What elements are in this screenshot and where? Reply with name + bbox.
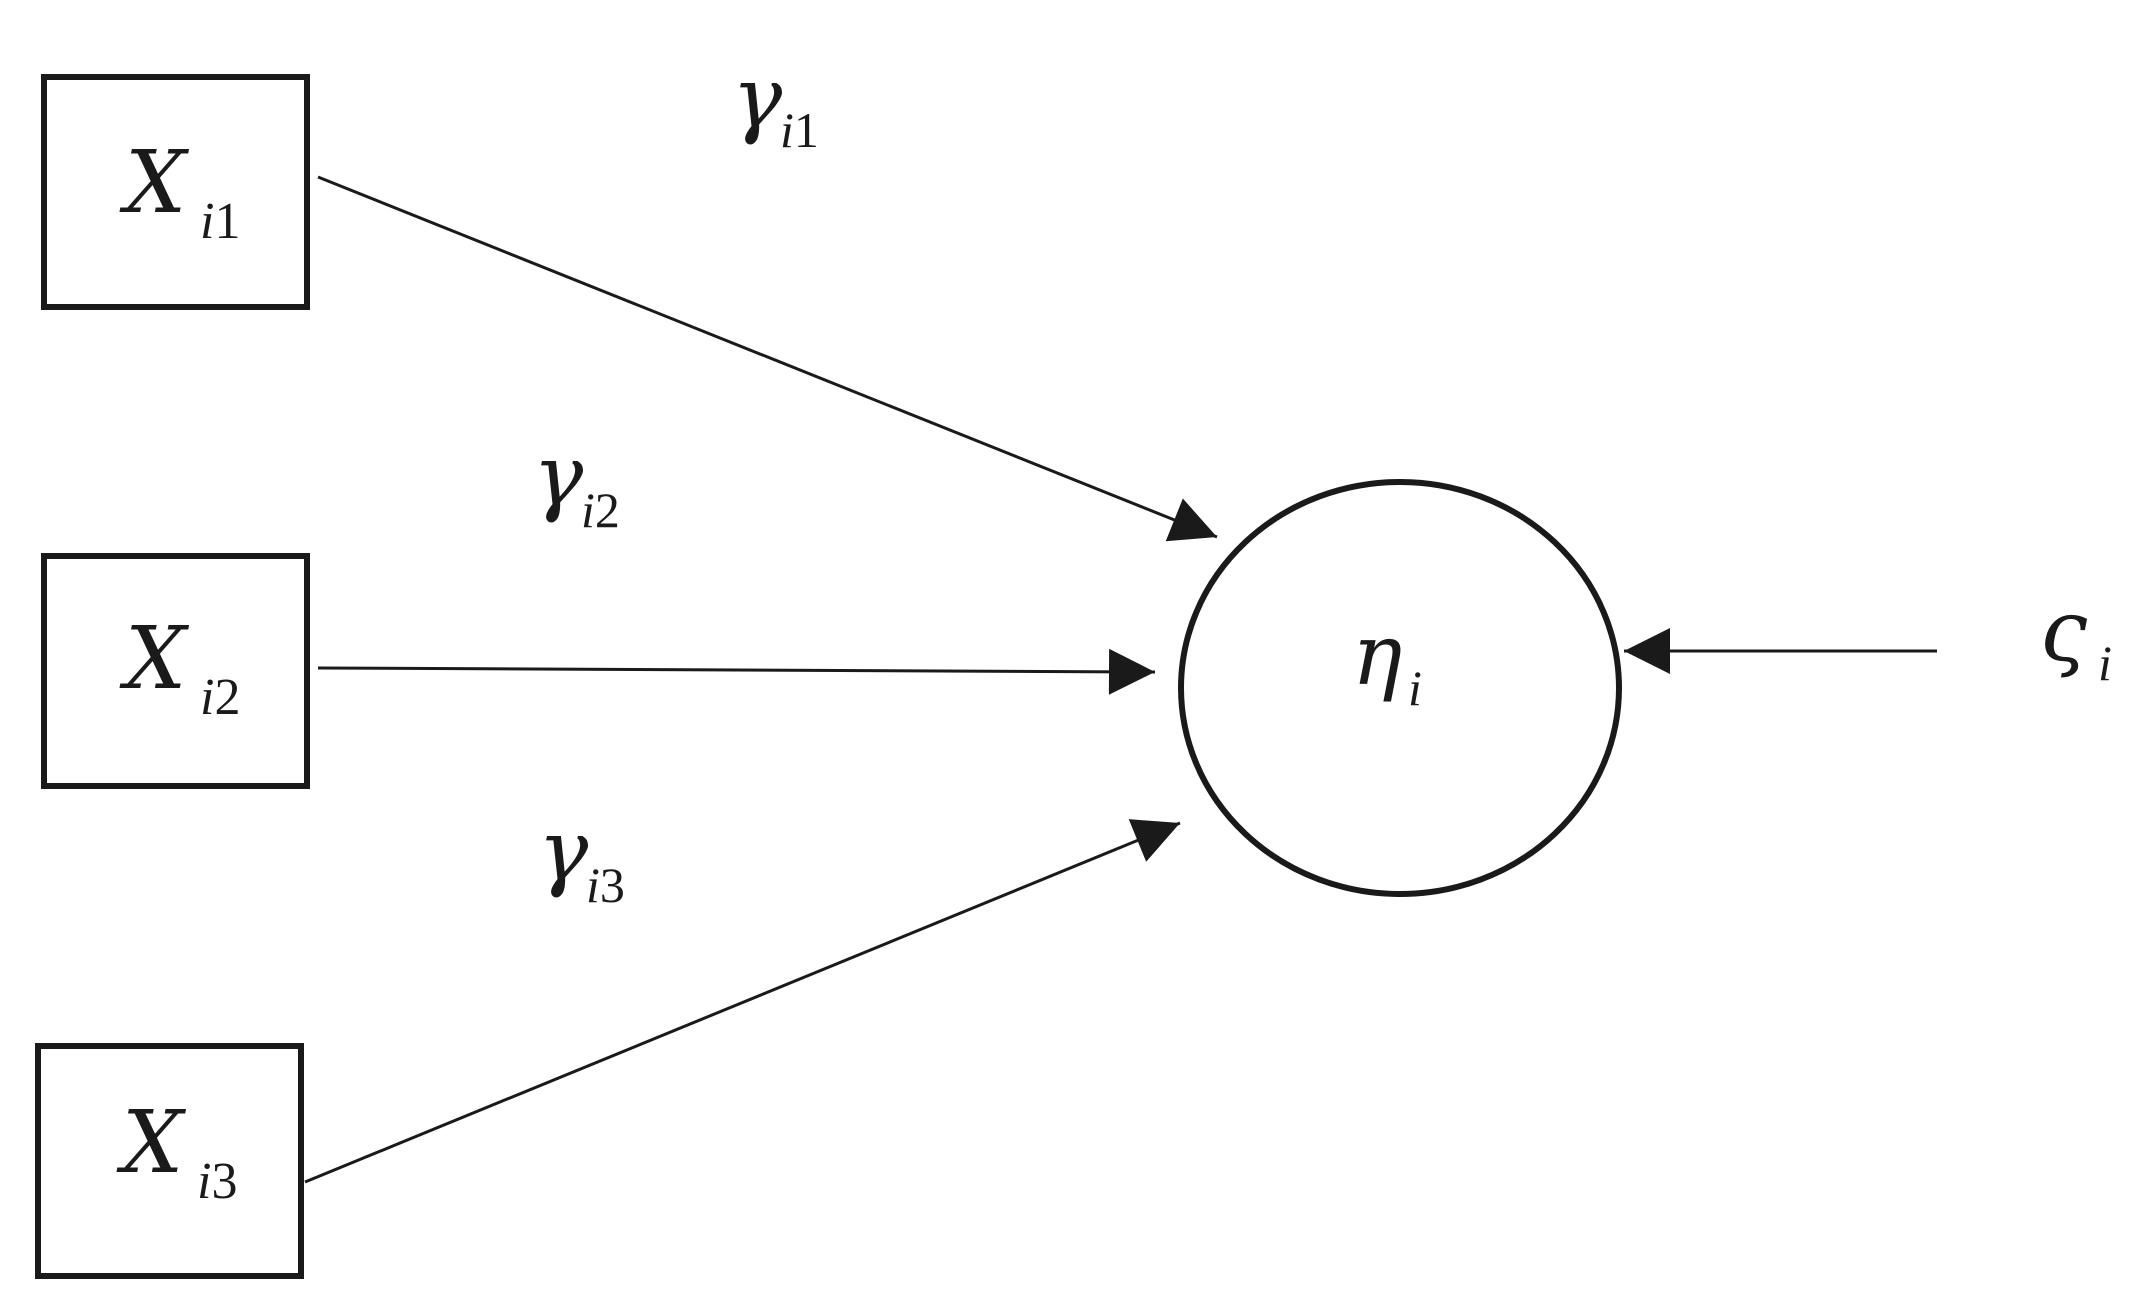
edge-label-g1-sub-idx: 1 <box>794 102 819 158</box>
label-x1-symbol: X <box>119 133 190 233</box>
edge-label-g1-subscript: i1 <box>780 102 819 158</box>
edge-label-g3-subscript: i3 <box>586 857 625 913</box>
label-zeta-symbol: ς <box>2040 582 2088 680</box>
label-x3-subscript: i3 <box>197 1153 237 1210</box>
label-x3-sub-idx: 3 <box>211 1153 237 1210</box>
label-x2-sub-idx: 2 <box>214 669 240 726</box>
label-x3-sub-var: i <box>197 1153 211 1210</box>
label-zeta-sub-var: i <box>2098 635 2112 691</box>
edge-label-g2-subscript: i2 <box>581 482 620 538</box>
label-x2-subscript: i2 <box>200 669 240 726</box>
label-eta-subscript: i <box>1408 660 1422 716</box>
node-circle-eta <box>1178 479 1622 897</box>
edge-label-g3-sub-var: i <box>586 857 600 913</box>
edge-x3-to-eta <box>304 819 1181 1184</box>
edge-label-g3-symbol: γ <box>538 802 589 900</box>
label-x2-sub-var: i <box>200 669 214 726</box>
label-x3-symbol: X <box>116 1093 187 1193</box>
node-box-x1 <box>41 74 310 310</box>
edge-x1-to-eta <box>317 175 1218 542</box>
edge-label-g2-sub-idx: 2 <box>595 482 620 538</box>
edge-label-g1-sub-var: i <box>780 102 794 158</box>
label-x2-symbol: X <box>119 609 190 709</box>
edge-label-g2-symbol: γ <box>533 427 584 525</box>
label-zeta-subscript: i <box>2098 635 2112 691</box>
label-eta-symbol: η <box>1352 606 1402 704</box>
label-x1-subscript: i1 <box>200 193 240 250</box>
edge-label-g2-sub-var: i <box>581 482 595 538</box>
node-box-x3 <box>35 1043 304 1279</box>
edge-label-g3-sub-idx: 3 <box>600 857 625 913</box>
label-x1-sub-idx: 1 <box>214 193 240 250</box>
label-eta-sub-var: i <box>1408 660 1422 716</box>
node-box-x2 <box>41 553 310 789</box>
edge-x2-to-eta <box>317 648 1156 695</box>
edge-label-g1-symbol: γ <box>732 49 783 147</box>
label-x1-sub-var: i <box>200 193 214 250</box>
